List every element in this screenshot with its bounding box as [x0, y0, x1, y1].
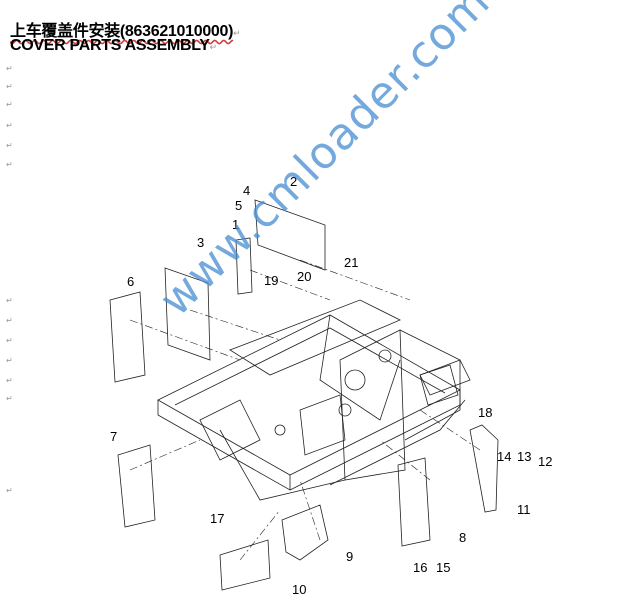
paragraph-mark: ↵: [6, 376, 13, 385]
callout-1: 1: [232, 217, 239, 232]
callout-8: 8: [459, 530, 466, 545]
callout-20: 20: [297, 269, 311, 284]
callout-10: 10: [292, 582, 306, 597]
callout-21: 21: [344, 255, 358, 270]
callout-12: 12: [538, 454, 552, 469]
callout-labels: 1 2 3 4 5 6 7 8 9 10 11 12 13 14 15 16 1…: [110, 174, 552, 597]
paragraph-mark: ↵: [6, 100, 13, 109]
callout-19: 19: [264, 273, 278, 288]
paragraph-mark: ↵: [6, 141, 13, 150]
title-english: COVER PARTS ASSEMBLY↵: [10, 37, 217, 55]
callout-2: 2: [290, 174, 297, 189]
callout-3: 3: [197, 235, 204, 250]
callout-9: 9: [346, 549, 353, 564]
callout-6: 6: [127, 274, 134, 289]
title-chinese: 上车覆盖件安装(863621010000)↵: [10, 17, 241, 41]
parts: [109, 199, 499, 591]
return-mark: ↵: [209, 42, 218, 52]
paragraph-mark: ↵: [6, 394, 13, 403]
callout-11: 11: [517, 502, 531, 517]
callout-16: 16: [413, 560, 427, 575]
guide-lines: [129, 259, 481, 561]
title-chinese-text: 上车覆盖件安装(863621010000): [10, 23, 234, 40]
paragraph-mark: ↵: [6, 316, 13, 325]
callout-5: 5: [235, 198, 242, 213]
paragraph-mark: ↵: [6, 160, 13, 169]
title-english-text: COVER PARTS ASSEMBLY: [10, 37, 210, 54]
paragraph-mark: ↵: [6, 82, 13, 91]
return-mark: ↵: [233, 28, 241, 38]
callout-13: 13: [517, 449, 531, 464]
callout-17: 17: [210, 511, 224, 526]
callout-14: 14: [497, 449, 511, 464]
callout-18: 18: [478, 405, 492, 420]
paragraph-mark: ↵: [6, 64, 13, 73]
paragraph-mark: ↵: [6, 121, 13, 130]
paragraph-mark: ↵: [6, 486, 13, 495]
paragraph-mark: ↵: [6, 356, 13, 365]
callout-4: 4: [243, 183, 250, 198]
paragraph-mark: ↵: [6, 336, 13, 345]
upper-frame: [157, 299, 466, 501]
paragraph-mark: ↵: [6, 296, 13, 305]
callout-15: 15: [436, 560, 450, 575]
callout-7: 7: [110, 429, 117, 444]
